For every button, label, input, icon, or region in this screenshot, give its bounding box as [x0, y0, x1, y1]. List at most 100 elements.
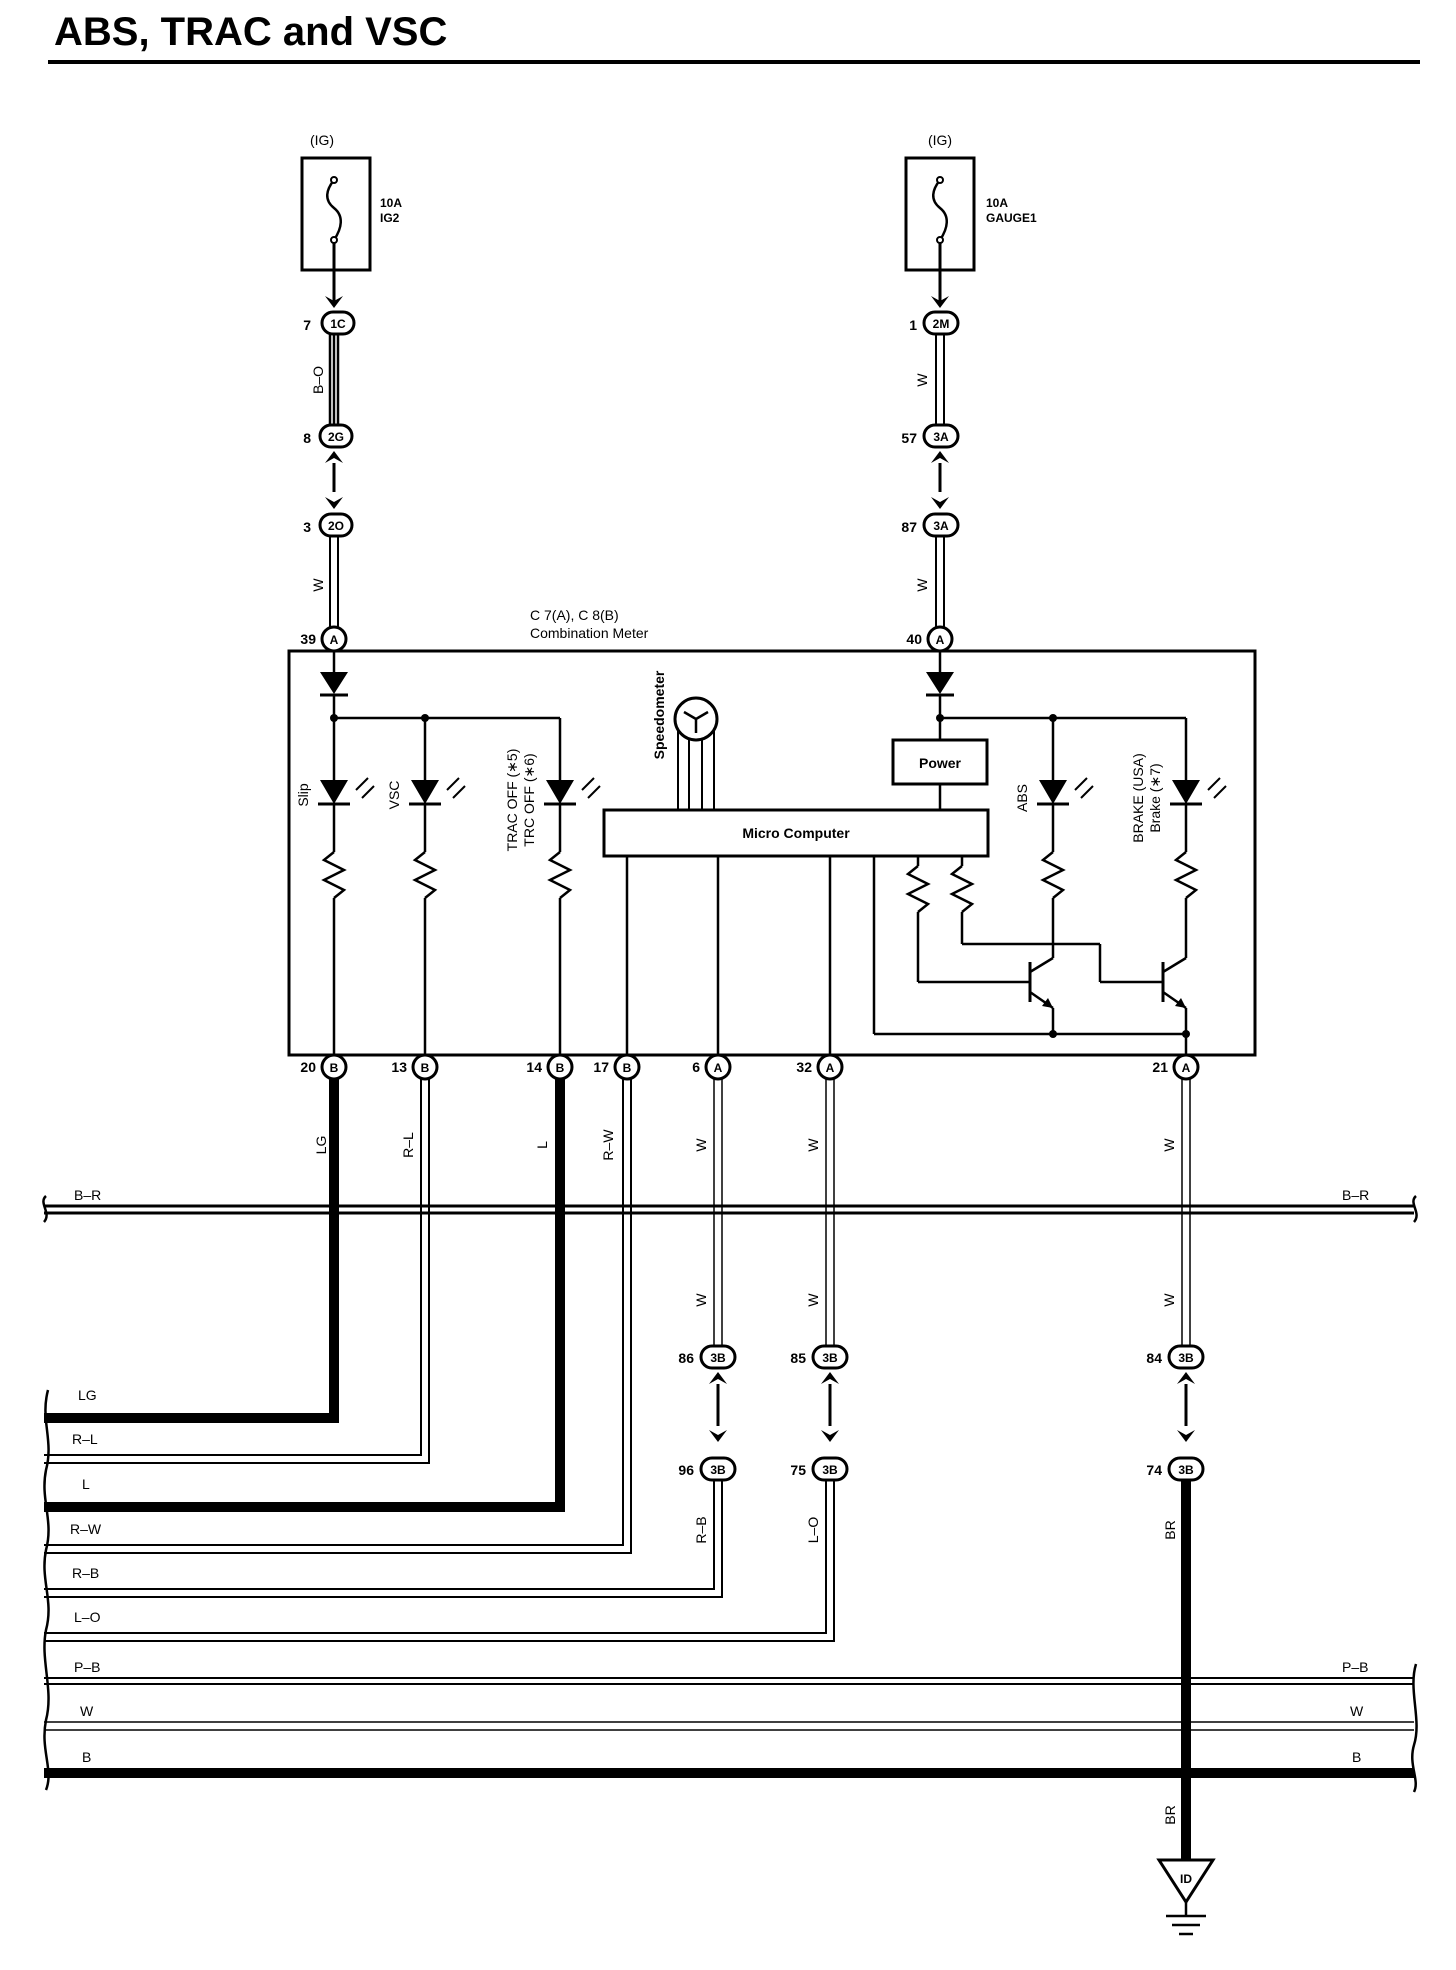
wire-label: BR — [1162, 1520, 1178, 1539]
connector-2m: 2M 1 — [909, 310, 960, 336]
connector-pin: 86 — [678, 1350, 694, 1366]
wire-label: W — [693, 1138, 709, 1152]
pin-code: B — [330, 1061, 339, 1075]
brake-label-2: Brake (∗7) — [1147, 763, 1163, 832]
connector-pin: 7 — [303, 317, 311, 333]
pin-number: 6 — [692, 1059, 700, 1075]
bus-rw-label: R–W — [70, 1521, 102, 1537]
wire-label: W — [693, 1293, 709, 1307]
meter-bottom-pins: B 20 B 13 B 14 B 17 A 6 A 32 — [300, 1053, 1200, 1081]
connector-pin: 74 — [1146, 1462, 1162, 1478]
wire-label: LG — [313, 1136, 329, 1155]
connector-3b-86: 3B 86 — [678, 1344, 737, 1370]
wire-label: W — [1161, 1293, 1177, 1307]
left-feed: 1C 7 B–O 2G 8 2O 3 W — [303, 243, 356, 628]
connector-2g: 2G 8 — [303, 423, 354, 449]
pin-code: B — [623, 1061, 632, 1075]
fuse-ig2-name: IG2 — [380, 211, 400, 225]
right-feed: 2M 1 W 3A 57 3A 87 W — [901, 243, 960, 628]
pin-number: 39 — [300, 631, 316, 647]
meter-connectors: C 7(A), C 8(B) — [530, 607, 619, 623]
fuse-icon — [326, 179, 342, 241]
trac-off-indicator: TRAC OFF (∗5) TRC OFF (∗6) — [504, 718, 601, 1055]
connectors-3b: 3B 86 3B 85 3B 84 3B 96 3B 7 — [44, 1344, 1205, 1860]
connector-pin: 57 — [901, 430, 917, 446]
connector-pin: 8 — [303, 430, 311, 446]
pin-number: 13 — [391, 1059, 407, 1075]
pin-32: A 32 — [796, 1053, 844, 1081]
connector-code: 3B — [1178, 1351, 1194, 1365]
connector-3b-85: 3B 85 — [790, 1344, 849, 1370]
fuse-ig2: (IG) 10A IG2 — [300, 132, 402, 272]
trc-off-label: TRC OFF (∗6) — [521, 753, 537, 846]
wire-label: L — [534, 1141, 550, 1149]
bus-lo-label: L–O — [74, 1609, 101, 1625]
fuse-icon — [932, 179, 948, 241]
connector-pin: 87 — [901, 519, 917, 535]
pin-number: 17 — [593, 1059, 609, 1075]
connector-code: 3B — [822, 1463, 838, 1477]
bus-b-label-right: B — [1352, 1749, 1361, 1765]
connector-3b-96: 3B 96 — [678, 1456, 737, 1482]
connector-pin: 84 — [1146, 1350, 1162, 1366]
bus-w-label-left: W — [80, 1703, 94, 1719]
fuse-ig2-rating: 10A — [380, 196, 402, 210]
connector-3a-87: 3A 87 — [901, 512, 960, 538]
connector-code: 3B — [710, 1351, 726, 1365]
speedometer: Speedometer — [651, 670, 719, 810]
wire-label: W — [805, 1138, 821, 1152]
connector-code: 2M — [933, 317, 950, 331]
wire-label: R–L — [400, 1132, 416, 1158]
bus-br-label-left: B–R — [74, 1187, 101, 1203]
pin-code: A — [330, 633, 339, 647]
brake-label-1: BRAKE (USA) — [1130, 753, 1146, 842]
pin-code: B — [421, 1061, 430, 1075]
wire-label: R–W — [600, 1129, 616, 1161]
connector-2o: 2O 3 — [303, 512, 354, 538]
pin-21: A 21 — [1152, 1053, 1200, 1081]
connector-3a-57: 3A 57 — [901, 423, 960, 449]
wire-label: BR — [1162, 1805, 1178, 1824]
pin-code: A — [936, 633, 945, 647]
ground-code: ID — [1180, 1872, 1192, 1886]
connector-code: 3B — [1178, 1463, 1194, 1477]
trac-off-label: TRAC OFF (∗5) — [504, 749, 520, 852]
vsc-indicator: VSC — [386, 718, 466, 1055]
connector-code: 2G — [328, 430, 344, 444]
ground-point: ID — [1156, 1858, 1216, 1936]
transistor-abs — [1028, 956, 1055, 1034]
connector-pin: 75 — [790, 1462, 806, 1478]
connector-code: 3B — [710, 1463, 726, 1477]
pin-number: 40 — [906, 631, 922, 647]
bus-b-label-left: B — [82, 1749, 91, 1765]
fuse-gauge1: (IG) 10A GAUGE1 — [904, 132, 1037, 272]
title-rule — [48, 60, 1420, 64]
pin-number: 32 — [796, 1059, 812, 1075]
pin-code: A — [826, 1061, 835, 1075]
connector-code: 3A — [933, 430, 949, 444]
wire-label: W — [914, 578, 930, 592]
ground-icon — [1166, 1914, 1206, 1936]
bus-rl-label: R–L — [72, 1431, 98, 1447]
connector-code: 1C — [330, 317, 346, 331]
bus-pb-label-left: P–B — [74, 1659, 100, 1675]
pin-number: 14 — [526, 1059, 542, 1075]
connector-pin: 85 — [790, 1350, 806, 1366]
connector-3b-75: 3B 75 — [790, 1456, 849, 1482]
pin-20: B 20 — [300, 1053, 348, 1081]
bus-rb-label: R–B — [72, 1565, 99, 1581]
connector-3b-74: 3B 74 — [1146, 1456, 1205, 1482]
pin-number: 21 — [1152, 1059, 1168, 1075]
fuse-gauge1-supply: (IG) — [928, 132, 952, 148]
combination-meter: C 7(A), C 8(B) Combination Meter A 39 A … — [287, 607, 1257, 1057]
wire-label: W — [1161, 1138, 1177, 1152]
wire-label: R–B — [693, 1516, 709, 1543]
micro-computer — [602, 808, 990, 858]
speedometer-label: Speedometer — [651, 670, 667, 759]
fuse-gauge1-name: GAUGE1 — [986, 211, 1037, 225]
fuse-ig2-supply: (IG) — [310, 132, 334, 148]
page-title: ABS, TRAC and VSC — [54, 10, 448, 54]
connector-3b-84: 3B 84 — [1146, 1344, 1205, 1370]
wire-label: W — [914, 373, 930, 387]
connector-code: 3A — [933, 519, 949, 533]
